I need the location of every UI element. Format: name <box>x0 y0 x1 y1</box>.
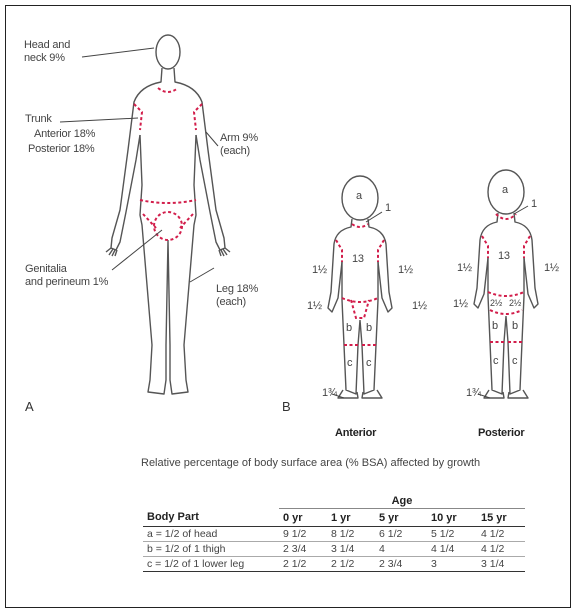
posterior-upper-arm-left: 1½ <box>457 262 472 275</box>
table-row: a = 1/2 of head 9 1/2 8 1/2 6 1/2 5 1/2 … <box>143 527 525 542</box>
anterior-caption: Anterior <box>335 427 376 440</box>
table-cell: c = 1/2 of 1 lower leg <box>143 557 279 572</box>
panel-label-a: A <box>25 400 33 413</box>
posterior-hand-left: 1½ <box>453 298 468 311</box>
anterior-region-b-left: b <box>346 322 352 335</box>
table-cell: a = 1/2 of head <box>143 527 279 542</box>
table-cell: 3 1/4 <box>477 557 525 572</box>
label-leg-line1: Leg 18% <box>216 283 258 296</box>
table-cell: 2 1/2 <box>327 557 375 572</box>
table-cell: 2 1/2 <box>279 557 327 572</box>
table-cell: 9 1/2 <box>279 527 327 542</box>
anterior-region-c-right: c <box>366 357 371 370</box>
table-row: b = 1/2 of 1 thigh 2 3/4 3 1/4 4 4 1/4 4… <box>143 542 525 557</box>
panel-label-b: B <box>282 400 290 413</box>
posterior-region-b-left: b <box>492 320 498 333</box>
posterior-region-a: a <box>502 184 508 197</box>
child-posterior-outline <box>474 170 538 398</box>
col-header-15yr: 15 yr <box>477 509 525 527</box>
bsa-caption: Relative percentage of body surface area… <box>141 457 480 469</box>
label-leg: Leg 18% (each) <box>216 283 258 309</box>
table-cell: b = 1/2 of 1 thigh <box>143 542 279 557</box>
posterior-buttock-right: 2½ <box>509 297 521 310</box>
anterior-foot-value: 1¾ <box>322 387 337 400</box>
table-cell: 5 1/2 <box>427 527 477 542</box>
table-age-header-spacer <box>143 494 279 509</box>
label-arm: Arm 9% (each) <box>220 132 258 158</box>
posterior-caption: Posterior <box>478 427 525 440</box>
table-cell: 4 1/2 <box>477 542 525 557</box>
table-row: c = 1/2 of 1 lower leg 2 1/2 2 1/2 2 3/4… <box>143 557 525 572</box>
label-genitalia-line1: Genitalia <box>25 263 108 276</box>
anterior-upper-arm-right: 1½ <box>398 264 413 277</box>
anterior-hand-left: 1½ <box>307 300 322 313</box>
table-cell: 4 <box>375 542 427 557</box>
anterior-neck-value: 1 <box>385 202 391 215</box>
posterior-region-c-left: c <box>493 355 498 368</box>
col-header-1yr: 1 yr <box>327 509 375 527</box>
table-cell: 4 1/2 <box>477 527 525 542</box>
table-cell: 8 1/2 <box>327 527 375 542</box>
col-header-10yr: 10 yr <box>427 509 477 527</box>
posterior-region-b-right: b <box>512 320 518 333</box>
label-leg-line2: (each) <box>216 296 258 309</box>
table-cell: 6 1/2 <box>375 527 427 542</box>
label-head-neck-line2: neck 9% <box>24 52 70 65</box>
anterior-trunk-value: 13 <box>352 253 364 266</box>
label-arm-line2: (each) <box>220 145 258 158</box>
table-age-header-row: Age <box>143 494 525 509</box>
bsa-age-table: Age Body Part 0 yr 1 yr 5 yr 10 yr 15 yr… <box>143 494 525 572</box>
anterior-hand-right: 1½ <box>412 300 427 313</box>
adult-boundary-lines <box>134 88 202 240</box>
label-genitalia-line2: and perineum 1% <box>25 276 108 289</box>
table-cell: 2 3/4 <box>375 557 427 572</box>
label-arm-line1: Arm 9% <box>220 132 258 145</box>
anterior-region-b-right: b <box>366 322 372 335</box>
label-head-neck: Head and neck 9% <box>24 39 70 65</box>
label-genitalia: Genitalia and perineum 1% <box>25 263 108 289</box>
col-header-body-part: Body Part <box>143 509 279 527</box>
posterior-trunk-value: 13 <box>498 250 510 263</box>
table-cell: 4 1/4 <box>427 542 477 557</box>
adult-body-outline <box>106 35 230 394</box>
col-header-5yr: 5 yr <box>375 509 427 527</box>
anterior-region-a: a <box>356 190 362 203</box>
label-trunk: Trunk <box>25 113 52 126</box>
posterior-region-c-right: c <box>512 355 517 368</box>
table-age-header: Age <box>279 494 525 509</box>
table-cell: 2 3/4 <box>279 542 327 557</box>
posterior-buttock-left: 2½ <box>490 297 502 310</box>
anterior-upper-arm-left: 1½ <box>312 264 327 277</box>
posterior-foot-value: 1¾ <box>466 387 481 400</box>
posterior-upper-arm-right: 1½ <box>544 262 559 275</box>
anterior-region-c-left: c <box>347 357 352 370</box>
table-column-header-row: Body Part 0 yr 1 yr 5 yr 10 yr 15 yr <box>143 509 525 527</box>
col-header-0yr: 0 yr <box>279 509 327 527</box>
label-head-neck-line1: Head and <box>24 39 70 52</box>
label-trunk-posterior: Posterior 18% <box>28 143 95 156</box>
child-anterior-outline <box>328 176 392 398</box>
table-cell: 3 1/4 <box>327 542 375 557</box>
label-trunk-anterior: Anterior 18% <box>34 128 95 141</box>
table-cell: 3 <box>427 557 477 572</box>
posterior-neck-value: 1 <box>531 198 537 211</box>
